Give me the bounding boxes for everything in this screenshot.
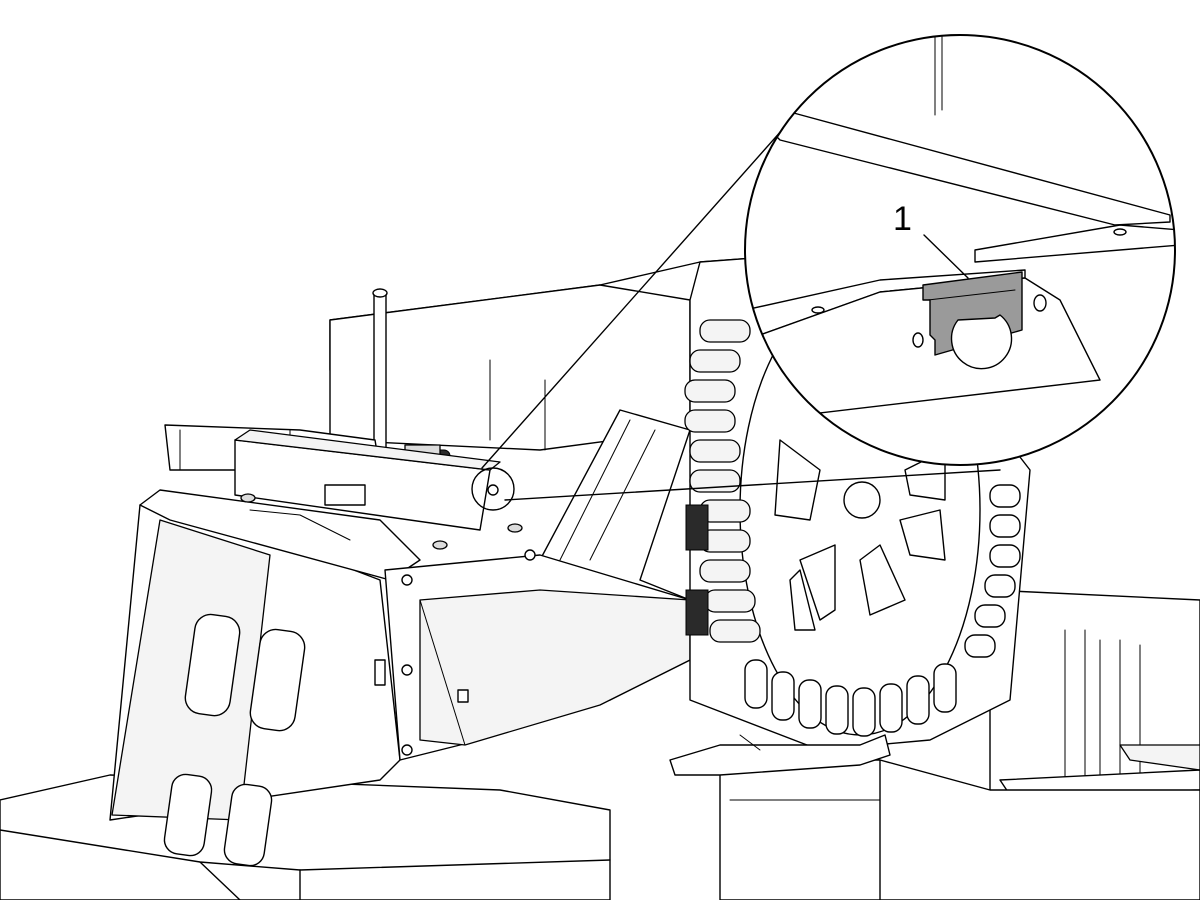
bracket-hole	[950, 314, 1013, 370]
bottom-tool-pockets	[744, 659, 957, 737]
callout-1-leader	[923, 234, 969, 279]
machine-column	[109, 284, 691, 867]
machine-enclosure	[0, 249, 1200, 900]
magnified-detail: 1	[744, 34, 1176, 466]
tool-pockets	[684, 319, 761, 643]
detail-source-circle	[471, 467, 515, 511]
magnifier-leaders	[471, 111, 1001, 511]
carousel-spokes	[774, 439, 946, 631]
callout-1-number: 1	[893, 200, 912, 238]
right-tool-pockets	[964, 484, 1021, 658]
